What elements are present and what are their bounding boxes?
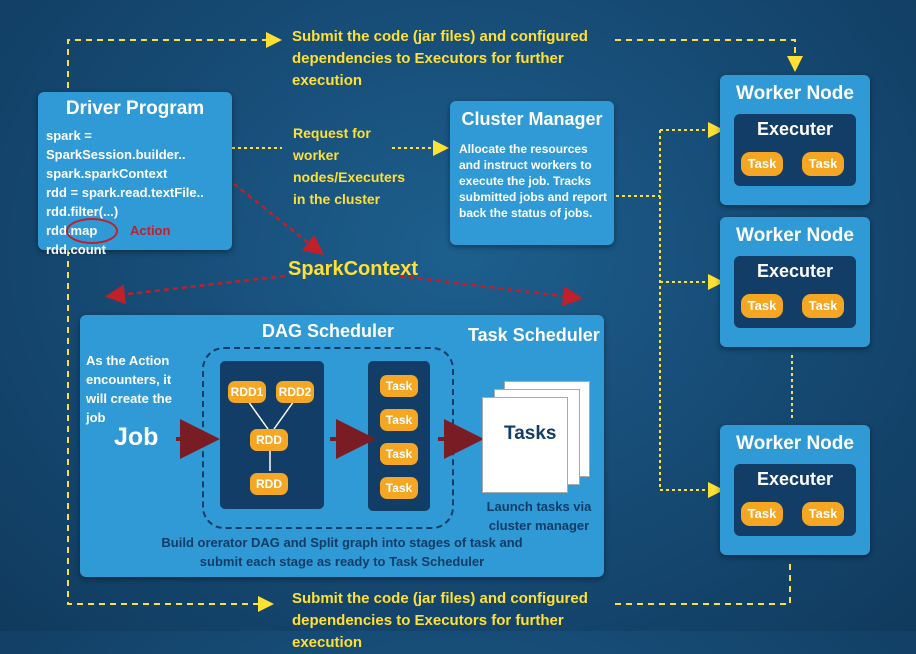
worker-node-1: Worker Node Executer Task Task	[720, 75, 870, 205]
task-chip: Task	[741, 294, 783, 318]
task-chip: Task	[741, 502, 783, 526]
rdd-graph-edges	[247, 400, 295, 471]
launch-note: Launch tasks via cluster manager	[486, 499, 592, 533]
rdd-node: RDD	[250, 429, 288, 451]
worker-node-title: Worker Node	[736, 433, 854, 454]
code-line: rdd = spark.read.textFile..	[46, 185, 204, 200]
worker-node-3: Worker Node Executer Task Task	[720, 425, 870, 555]
stage-task: Task	[380, 375, 418, 397]
rdd-node: RDD1	[228, 381, 266, 403]
stage-task: Task	[380, 409, 418, 431]
flow-arrows	[176, 419, 484, 459]
task-chip: Task	[741, 152, 783, 176]
executer-box: Executer Task Task	[734, 464, 856, 536]
cluster-manager-text: Allocate the resources and instruct work…	[459, 142, 608, 220]
rdd-node: RDD	[250, 473, 288, 495]
request-note: Request for worker nodes/Executers in th…	[293, 125, 406, 207]
task-chip: Task	[802, 152, 844, 176]
dag-scheduler-title: DAG Scheduler	[262, 321, 395, 341]
worker-node-title: Worker Node	[736, 83, 854, 104]
worker-node-2: Worker Node Executer Task Task	[720, 217, 870, 347]
executer-title: Executer	[756, 469, 834, 489]
build-note: Build orerator DAG and Split graph into …	[161, 535, 523, 569]
scheduler-panel: DAG Scheduler Task Scheduler As the Acti…	[80, 315, 604, 577]
job-label: Job	[114, 423, 159, 451]
count-highlight-circle	[66, 218, 118, 244]
executer-box: Executer Task Task	[734, 114, 856, 186]
rdd-graph-panel: RDD1 RDD2 RDD RDD	[220, 361, 324, 509]
driver-code: spark = SparkSession.builder.. spark.spa…	[46, 126, 232, 259]
task-scheduler-title: Task Scheduler	[468, 325, 600, 345]
code-line: rdd.filter(...)	[46, 204, 119, 219]
stage-tasks-panel: Task Task Task Task	[368, 361, 430, 511]
driver-program-box: Driver Program spark = SparkSession.buil…	[38, 92, 232, 257]
cluster-manager-title: Cluster Manager	[461, 109, 603, 129]
top-submit-note: Submit the code (jar files) and configur…	[292, 28, 588, 89]
stage-task: Task	[380, 443, 418, 465]
executer-box: Executer Task Task	[734, 256, 856, 328]
cluster-manager-box: Cluster Manager Allocate the resources a…	[450, 101, 614, 245]
action-note: As the Action encounters, it will create…	[86, 353, 172, 425]
driver-program-title: Driver Program	[65, 98, 205, 119]
spark-context-label: SparkContext	[288, 258, 419, 280]
executer-title: Executer	[756, 119, 834, 139]
worker-node-title: Worker Node	[736, 225, 854, 246]
tasks-label: Tasks	[504, 423, 557, 444]
executer-title: Executer	[756, 261, 834, 281]
code-line: spark.sparkContext	[46, 166, 168, 181]
task-chip: Task	[802, 502, 844, 526]
tasks-page-stack-1	[482, 397, 568, 493]
rdd-node: RDD2	[276, 381, 314, 403]
code-line: rdd.count	[46, 242, 106, 257]
action-label: Action	[130, 223, 171, 238]
bottom-submit-note: Submit the code (jar files) and configur…	[292, 590, 588, 651]
code-line: spark = SparkSession.builder..	[46, 128, 186, 162]
task-chip: Task	[802, 294, 844, 318]
stage-task: Task	[380, 477, 418, 499]
